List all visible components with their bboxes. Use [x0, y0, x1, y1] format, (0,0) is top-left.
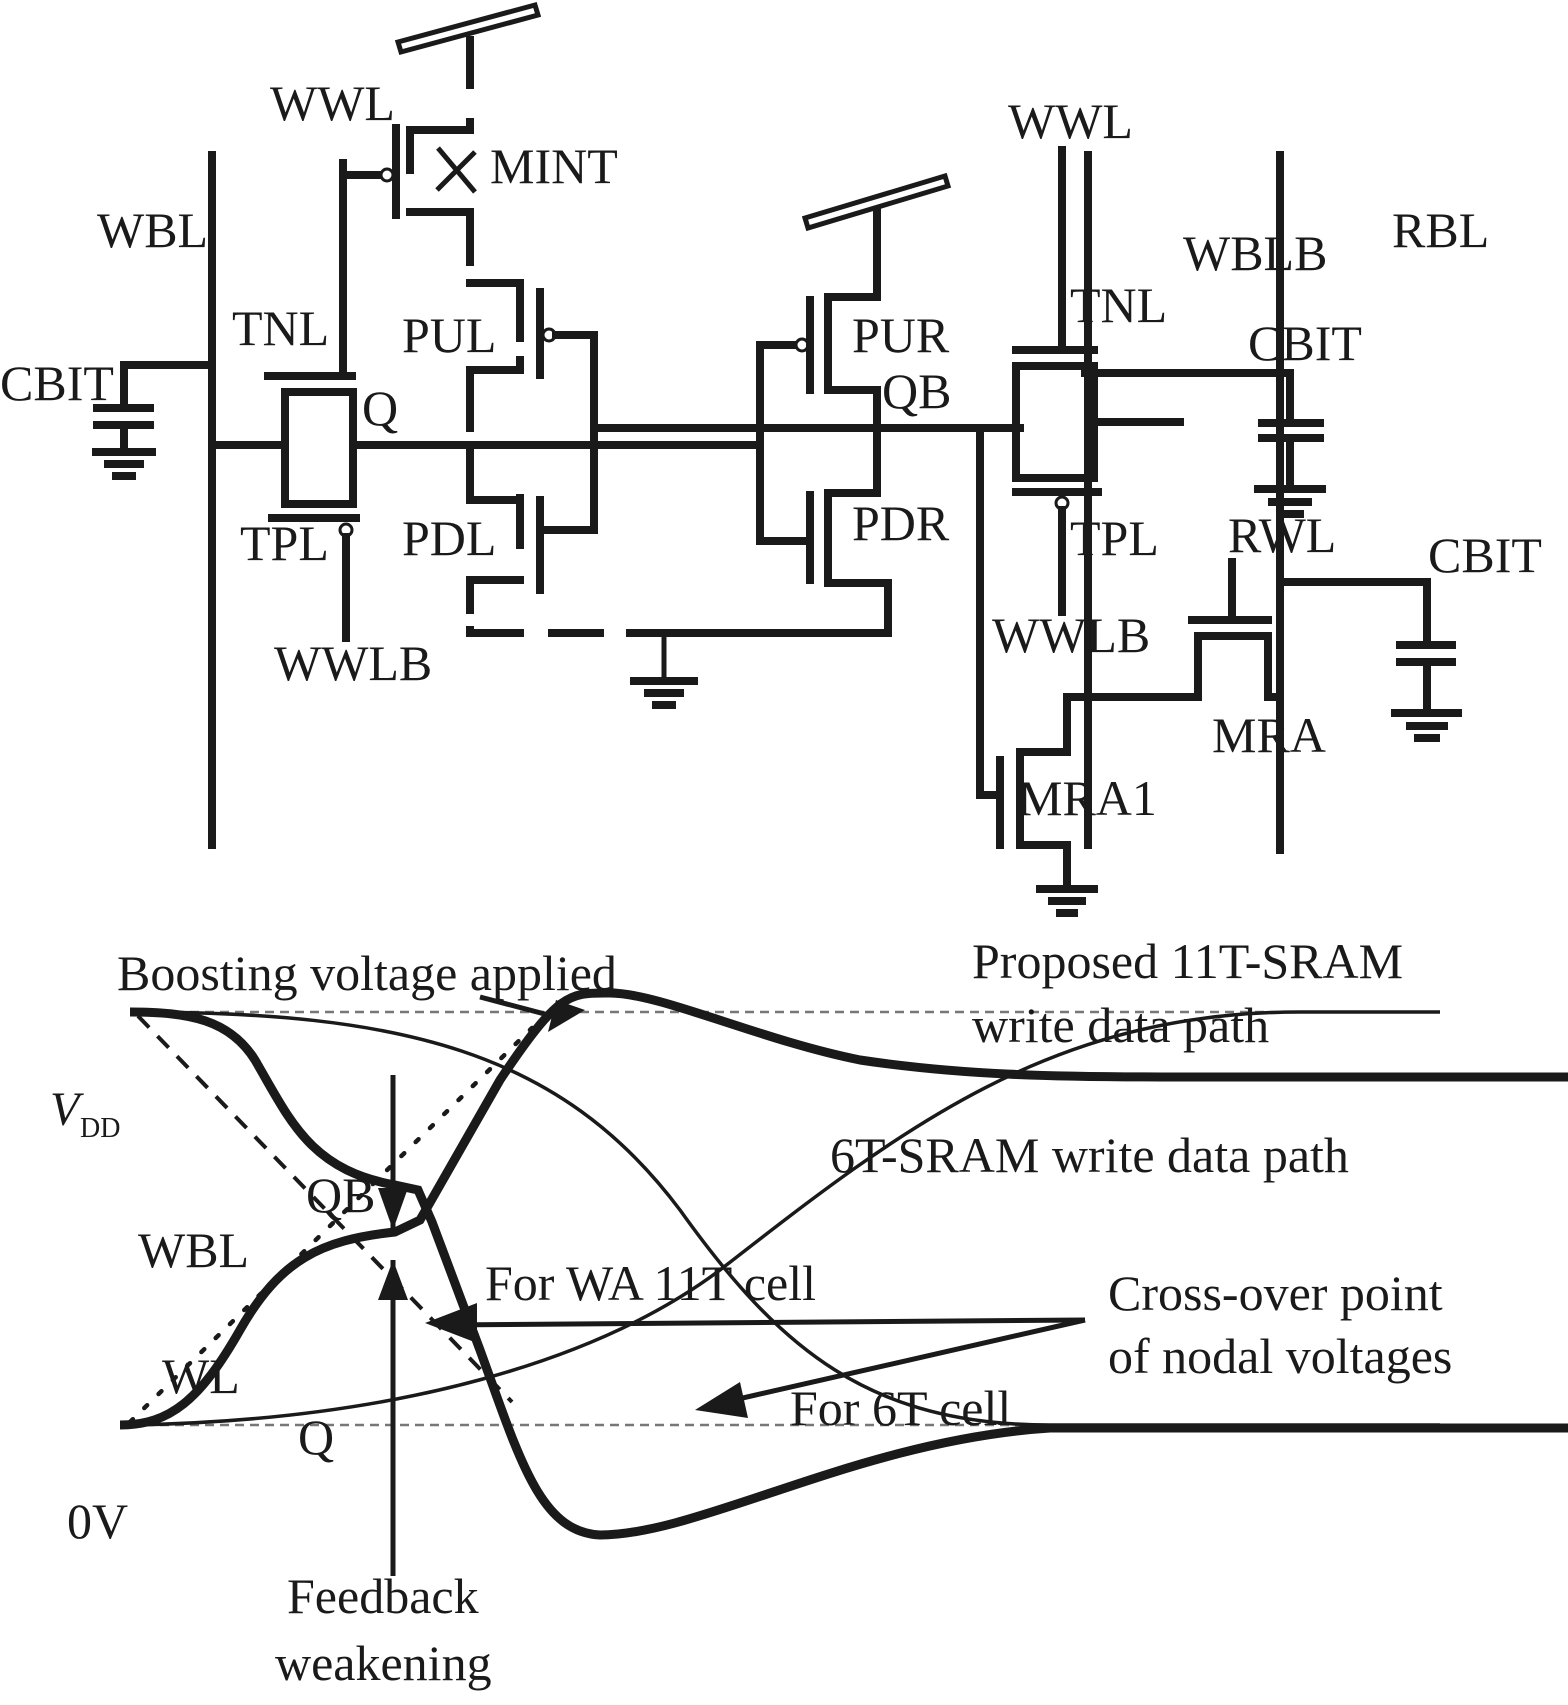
label-qb: QB [882, 363, 951, 419]
label-wwl-right: WWL [1008, 93, 1133, 149]
label-rwl: RWL [1228, 507, 1336, 563]
mint-transistor [339, 1, 542, 266]
qb-to-mra1-wire [976, 424, 1004, 799]
ground-icon [1254, 485, 1326, 518]
label-q: Q [362, 380, 398, 436]
ground-icon [1391, 709, 1462, 742]
capacitor-cbit-mid [1081, 369, 1324, 492]
annotation-6t-path: 6T-SRAM write data path [830, 1127, 1349, 1183]
signal-label-qb: QB [306, 1167, 375, 1223]
transmission-gate-left [208, 159, 470, 642]
label-mint: MINT [490, 138, 618, 194]
label-tpl-right: TPL [1070, 510, 1159, 566]
annotation-boosting: Boosting voltage applied [117, 945, 617, 1001]
annotation-crossover-line1: Cross-over point [1108, 1265, 1443, 1321]
mra-transistor [1016, 558, 1284, 764]
qb-down-arrow-icon [378, 1075, 408, 1230]
label-wwl-left: WWL [270, 75, 395, 131]
waveform-diagram: V DD 0V QB WBL WL Q Boosting voltage app… [50, 933, 1568, 1691]
label-pur: PUR [852, 307, 950, 363]
label-cbit-right: CBIT [1428, 527, 1542, 583]
pdr-transistor [756, 424, 881, 587]
label-pdr: PDR [852, 495, 950, 551]
ground-icon [630, 633, 698, 709]
label-tpl-left: TPL [240, 515, 329, 571]
label-wbl: WBL [97, 202, 208, 258]
wl-waveform [127, 1025, 535, 1425]
circuit-schematic: WWL MINT WBL TNL PUL CBIT Q TPL PDL WWLB… [0, 1, 1542, 917]
annotation-crossover-line2: of nodal voltages [1108, 1328, 1452, 1384]
capacitor-cbit-left [93, 361, 216, 456]
label-pul: PUL [402, 307, 496, 363]
signal-label-q: Q [298, 1409, 334, 1465]
vdd-rail-icon [801, 172, 952, 232]
annotation-for-wa11t: For WA 11T cell [485, 1255, 816, 1311]
label-tnl-left: TNL [232, 300, 329, 356]
pur-transistor [756, 172, 952, 449]
qb-11t-waveform [129, 1007, 1568, 1540]
vdd-axis-label: V [50, 1083, 84, 1136]
label-mra: MRA [1212, 707, 1326, 763]
q-6t-waveform [131, 1010, 1440, 1427]
label-cbit-left: CBIT [0, 355, 114, 411]
vdd-rail-icon [394, 1, 542, 56]
label-cbit-mid: CBIT [1248, 315, 1362, 371]
boosting-arrow-icon [479, 994, 585, 1032]
annotation-for-6t: For 6T cell [790, 1380, 1011, 1436]
signal-label-wbl: WBL [138, 1222, 249, 1278]
zero-axis-label: 0V [67, 1493, 128, 1549]
annotation-feedback-line2: weakening [275, 1635, 492, 1691]
capacitor-cbit-right [1276, 578, 1456, 716]
mra1-transistor [996, 756, 1071, 889]
wbl-waveform [136, 1014, 514, 1404]
annotation-proposed-line1: Proposed 11T-SRAM [972, 933, 1403, 989]
label-wwlb-left: WWLB [274, 635, 432, 691]
crossover-6t-arrow-icon [695, 1317, 1086, 1418]
signal-label-wl: WL [162, 1348, 240, 1404]
vdd-axis-subscript: DD [80, 1113, 120, 1144]
label-wwlb-right: WWLB [992, 607, 1150, 663]
annotation-proposed-line2: write data path [972, 997, 1269, 1053]
q-11t-waveform [119, 988, 1568, 1430]
ground-bus-dashed [466, 579, 892, 637]
label-mra1: MRA1 [1018, 770, 1157, 826]
ground-icon [92, 448, 156, 480]
label-wblb: WBLB [1183, 225, 1327, 281]
crossover-11t-arrow-icon [425, 1303, 1086, 1343]
annotation-feedback-line1: Feedback [287, 1568, 479, 1624]
label-pdl: PDL [402, 510, 496, 566]
ground-icon [1036, 885, 1098, 917]
label-tnl-right: TNL [1070, 277, 1167, 333]
feedback-up-arrow-icon [378, 1260, 408, 1576]
transmission-gate-right [1012, 146, 1184, 616]
label-rbl: RBL [1392, 202, 1489, 258]
pdl-transistor [466, 424, 598, 637]
qb-6t-waveform [131, 1010, 1440, 1427]
